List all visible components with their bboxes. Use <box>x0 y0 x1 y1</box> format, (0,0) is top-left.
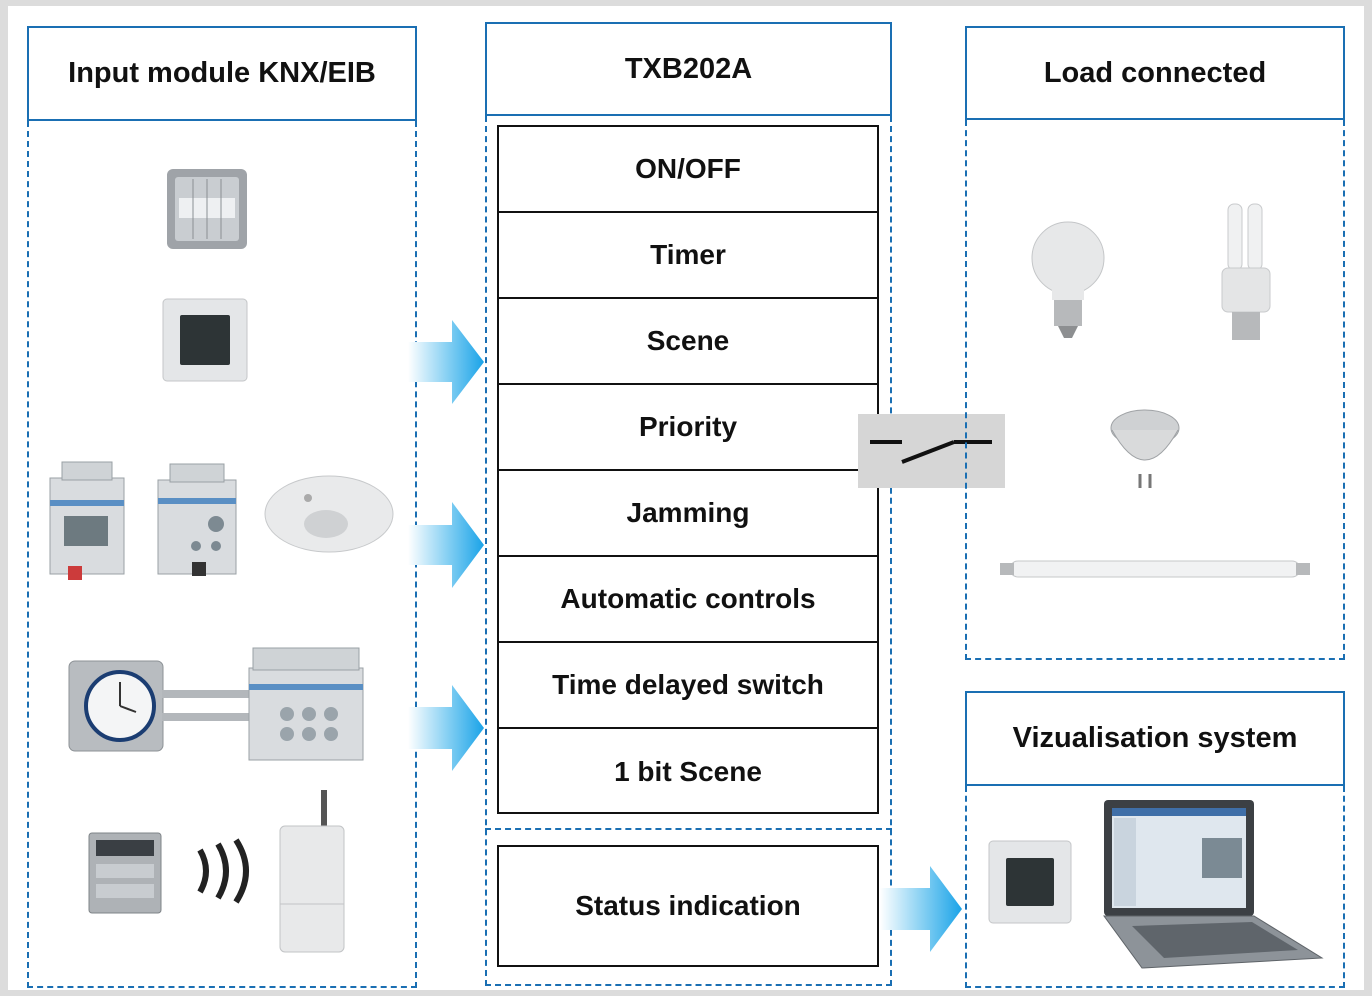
analog-timer-icon <box>68 660 164 752</box>
function-item-timer: Timer <box>499 213 877 299</box>
connector-bar <box>162 713 250 721</box>
function-label: Timer <box>650 239 726 270</box>
function-item-jamming: Jamming <box>499 471 877 557</box>
function-item-1-bit-scene: 1 bit Scene <box>499 729 877 815</box>
radio-receiver-icon <box>278 786 346 956</box>
function-item-automatic-controls: Automatic controls <box>499 557 877 643</box>
center-panel-title: TXB202A <box>485 22 892 116</box>
switch-contact-icon <box>858 414 1005 488</box>
arrow-right-icon <box>880 866 962 952</box>
input-panel-title-text: Input module KNX/EIB <box>68 57 376 89</box>
function-label: 1 bit Scene <box>614 756 762 787</box>
load-panel-title: Load connected <box>965 26 1345 120</box>
load-panel-title-text: Load connected <box>1043 56 1267 89</box>
keypad-transmitter-icon <box>88 832 162 914</box>
radio-wave-icon <box>190 838 260 904</box>
center-panel-title-text: TXB202A <box>624 52 753 85</box>
ceiling-sensor-icon <box>262 472 396 556</box>
center-panel-body <box>485 116 892 986</box>
input-panel-title: Input module KNX/EIB <box>27 26 417 121</box>
fluorescent-tube-icon <box>998 555 1312 583</box>
function-label: Time delayed switch <box>552 669 824 700</box>
halogen-spot-icon <box>1108 408 1182 490</box>
thermostat-icon <box>162 298 248 382</box>
function-item-priority: Priority <box>499 385 877 471</box>
function-label: Priority <box>638 411 738 442</box>
arrow-right-icon <box>408 320 484 404</box>
incandescent-bulb-icon <box>1030 220 1106 340</box>
status-indication-box: Status indication <box>497 845 879 967</box>
viz-panel-title: Vizualisation system <box>965 691 1345 786</box>
function-label: Scene <box>646 325 730 356</box>
function-item-on-off: ON/OFF <box>499 127 877 213</box>
function-item-scene: Scene <box>499 299 877 385</box>
dashed-separator <box>485 828 892 830</box>
energy-saving-lamp-icon <box>1218 202 1274 350</box>
function-label: ON/OFF <box>635 153 741 184</box>
load-panel-body <box>965 120 1345 660</box>
arrow-right-icon <box>408 502 484 588</box>
status-indication-label: Status indication <box>575 890 801 921</box>
function-item-time-delayed-switch: Time delayed switch <box>499 643 877 729</box>
laptop-icon <box>1102 798 1324 974</box>
din-module-dial-icon <box>156 462 238 582</box>
touch-panel-icon <box>988 840 1072 924</box>
push-button-icon <box>166 168 248 250</box>
function-label: Automatic controls <box>560 583 816 614</box>
viz-panel-body <box>965 786 1345 988</box>
din-module-display-icon <box>48 460 126 584</box>
din-input-module-icon <box>247 646 365 768</box>
arrow-right-icon <box>408 685 484 771</box>
connector-bar <box>162 690 250 698</box>
function-label: Jamming <box>626 497 750 528</box>
viz-panel-title-text: Vizualisation system <box>1012 722 1298 754</box>
function-list: ON/OFF Timer Scene Priority Jamming Auto… <box>497 125 879 814</box>
